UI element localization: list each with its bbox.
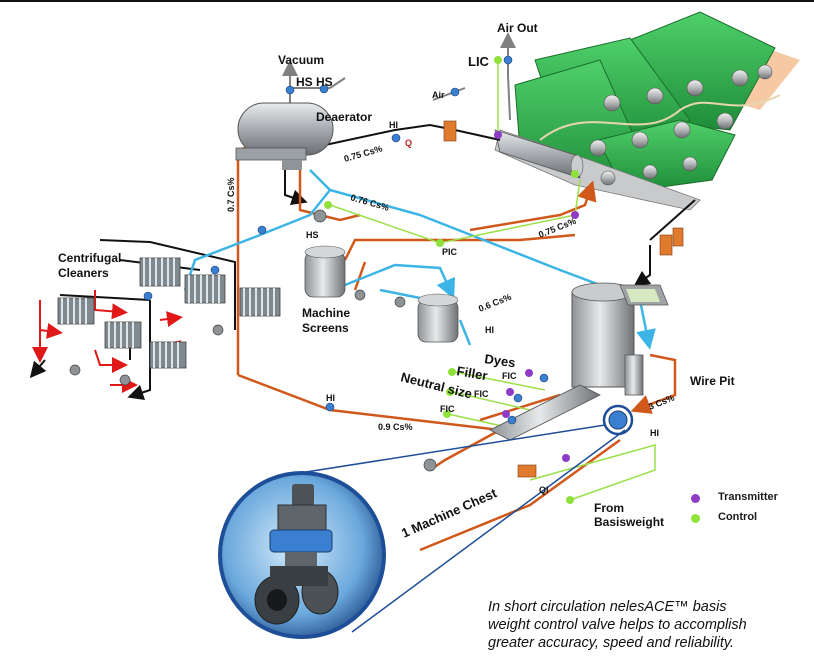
cs-07-label: 0.7 Cs% [226,177,236,212]
deaerator-label: Deaerator [316,110,372,124]
control-legend-dot [691,514,700,523]
machine-screen-1 [304,245,346,298]
cs-09-label: 0.9 Cs% [378,422,413,432]
cleaner-bank [184,274,226,304]
wire-pit-label: Wire Pit [690,374,735,388]
control-dots [324,56,579,504]
hi-left-label: HI [326,393,335,403]
cleaner-bank [104,321,142,349]
machine-screen-2 [417,293,459,343]
machine-screens-label-2: Screens [302,321,349,335]
instrument-boxes [443,120,684,478]
hs-mid-label: HS [306,230,319,240]
from-basisweight-label-1: From [594,501,624,515]
hs-label-2: HS [316,75,333,89]
fic-3-label: FIC [440,404,455,414]
dyes-label: Dyes [484,351,517,370]
transmitter-legend-dot [691,494,700,503]
centrifugal-cleaner-banks [57,257,281,369]
machine-rolls [589,64,773,186]
machine-chest-label: 1 Machine Chest [399,485,499,541]
wire-pit [489,282,669,441]
deaerator-tank [235,102,334,170]
vacuum-label: Vacuum [278,53,324,67]
fic-2-label: FIC [474,389,489,399]
cleaner-bank [139,257,181,287]
pumps [69,209,437,472]
cs-3-label: 3 Cs% [647,392,676,411]
transmitter-legend-label: Transmitter [718,491,778,503]
cleaner-bank [239,287,281,317]
centrifugal-cleaners-label-2: Cleaners [58,266,109,280]
valves [143,55,549,425]
lic-label: LIC [468,54,490,69]
centrifugal-cleaners-label-1: Centrifugal [58,251,121,265]
from-basisweight-label-2: Basisweight [594,515,664,529]
valve-highlight-circle [602,404,634,436]
q-label: Q [405,138,412,148]
air-label: Air [432,90,445,100]
control-legend-label: Control [718,511,758,523]
caption-line-1: In short circulation nelesACE™ basis [488,599,727,615]
cleaner-bank [149,341,187,369]
filler-label: Filler [455,363,488,383]
caption-line-3: greater accuracy, speed and reliability. [488,635,735,651]
headbox [494,129,584,179]
machine-screens-label-1: Machine [302,306,350,320]
hi-right-label: HI [650,428,659,438]
cs-076-label: 0.76 Cs% [349,192,390,213]
hi-screen-label: HI [485,325,494,335]
paper-machine [494,11,800,211]
hs-label-1: HS [296,75,313,89]
magnifier-callout [218,404,634,639]
magnified-valve-image [254,484,339,625]
air-out-label: Air Out [497,21,538,35]
caption-line-2: weight control valve helps to accomplish [488,617,747,633]
hi-top-label: HI [389,120,398,130]
fic-1-label: FIC [502,371,517,381]
pic-label: PIC [442,247,458,257]
cs-075-top-label: 0.75 Cs% [343,143,384,164]
qi-label: QI [539,485,549,495]
cleaner-bank [57,297,95,325]
cs-06-label: 0.6 Cs% [477,292,513,314]
caption: In short circulation nelesACE™ basis wei… [488,598,806,652]
transmitter-dots [494,131,579,462]
